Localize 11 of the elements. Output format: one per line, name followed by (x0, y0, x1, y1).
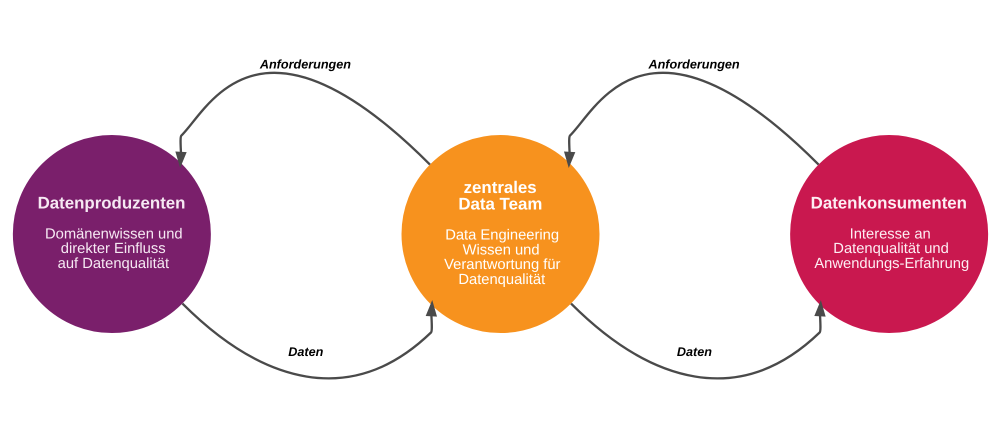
node-circle: zentrales Data Team Data Engineering Wissen und Verantwortung für Datenqualität (401, 134, 599, 333)
arrow (570, 300, 826, 379)
edge-label: Anforderungen (648, 56, 740, 71)
edge-label: Anforderungen (259, 56, 351, 71)
node-circle: Datenproduzenten Domänenwissen und direkter Einfluss auf Datenqualität (12, 134, 210, 333)
edge-label: Daten (288, 344, 323, 358)
arrow (181, 300, 437, 379)
arrow (174, 71, 430, 168)
edge-label: Daten (676, 344, 712, 358)
node-circle: Datenkonsumenten Interesse an Datenqualität und Anwendungs-Erfahrung (790, 134, 988, 333)
arrow (563, 71, 819, 168)
